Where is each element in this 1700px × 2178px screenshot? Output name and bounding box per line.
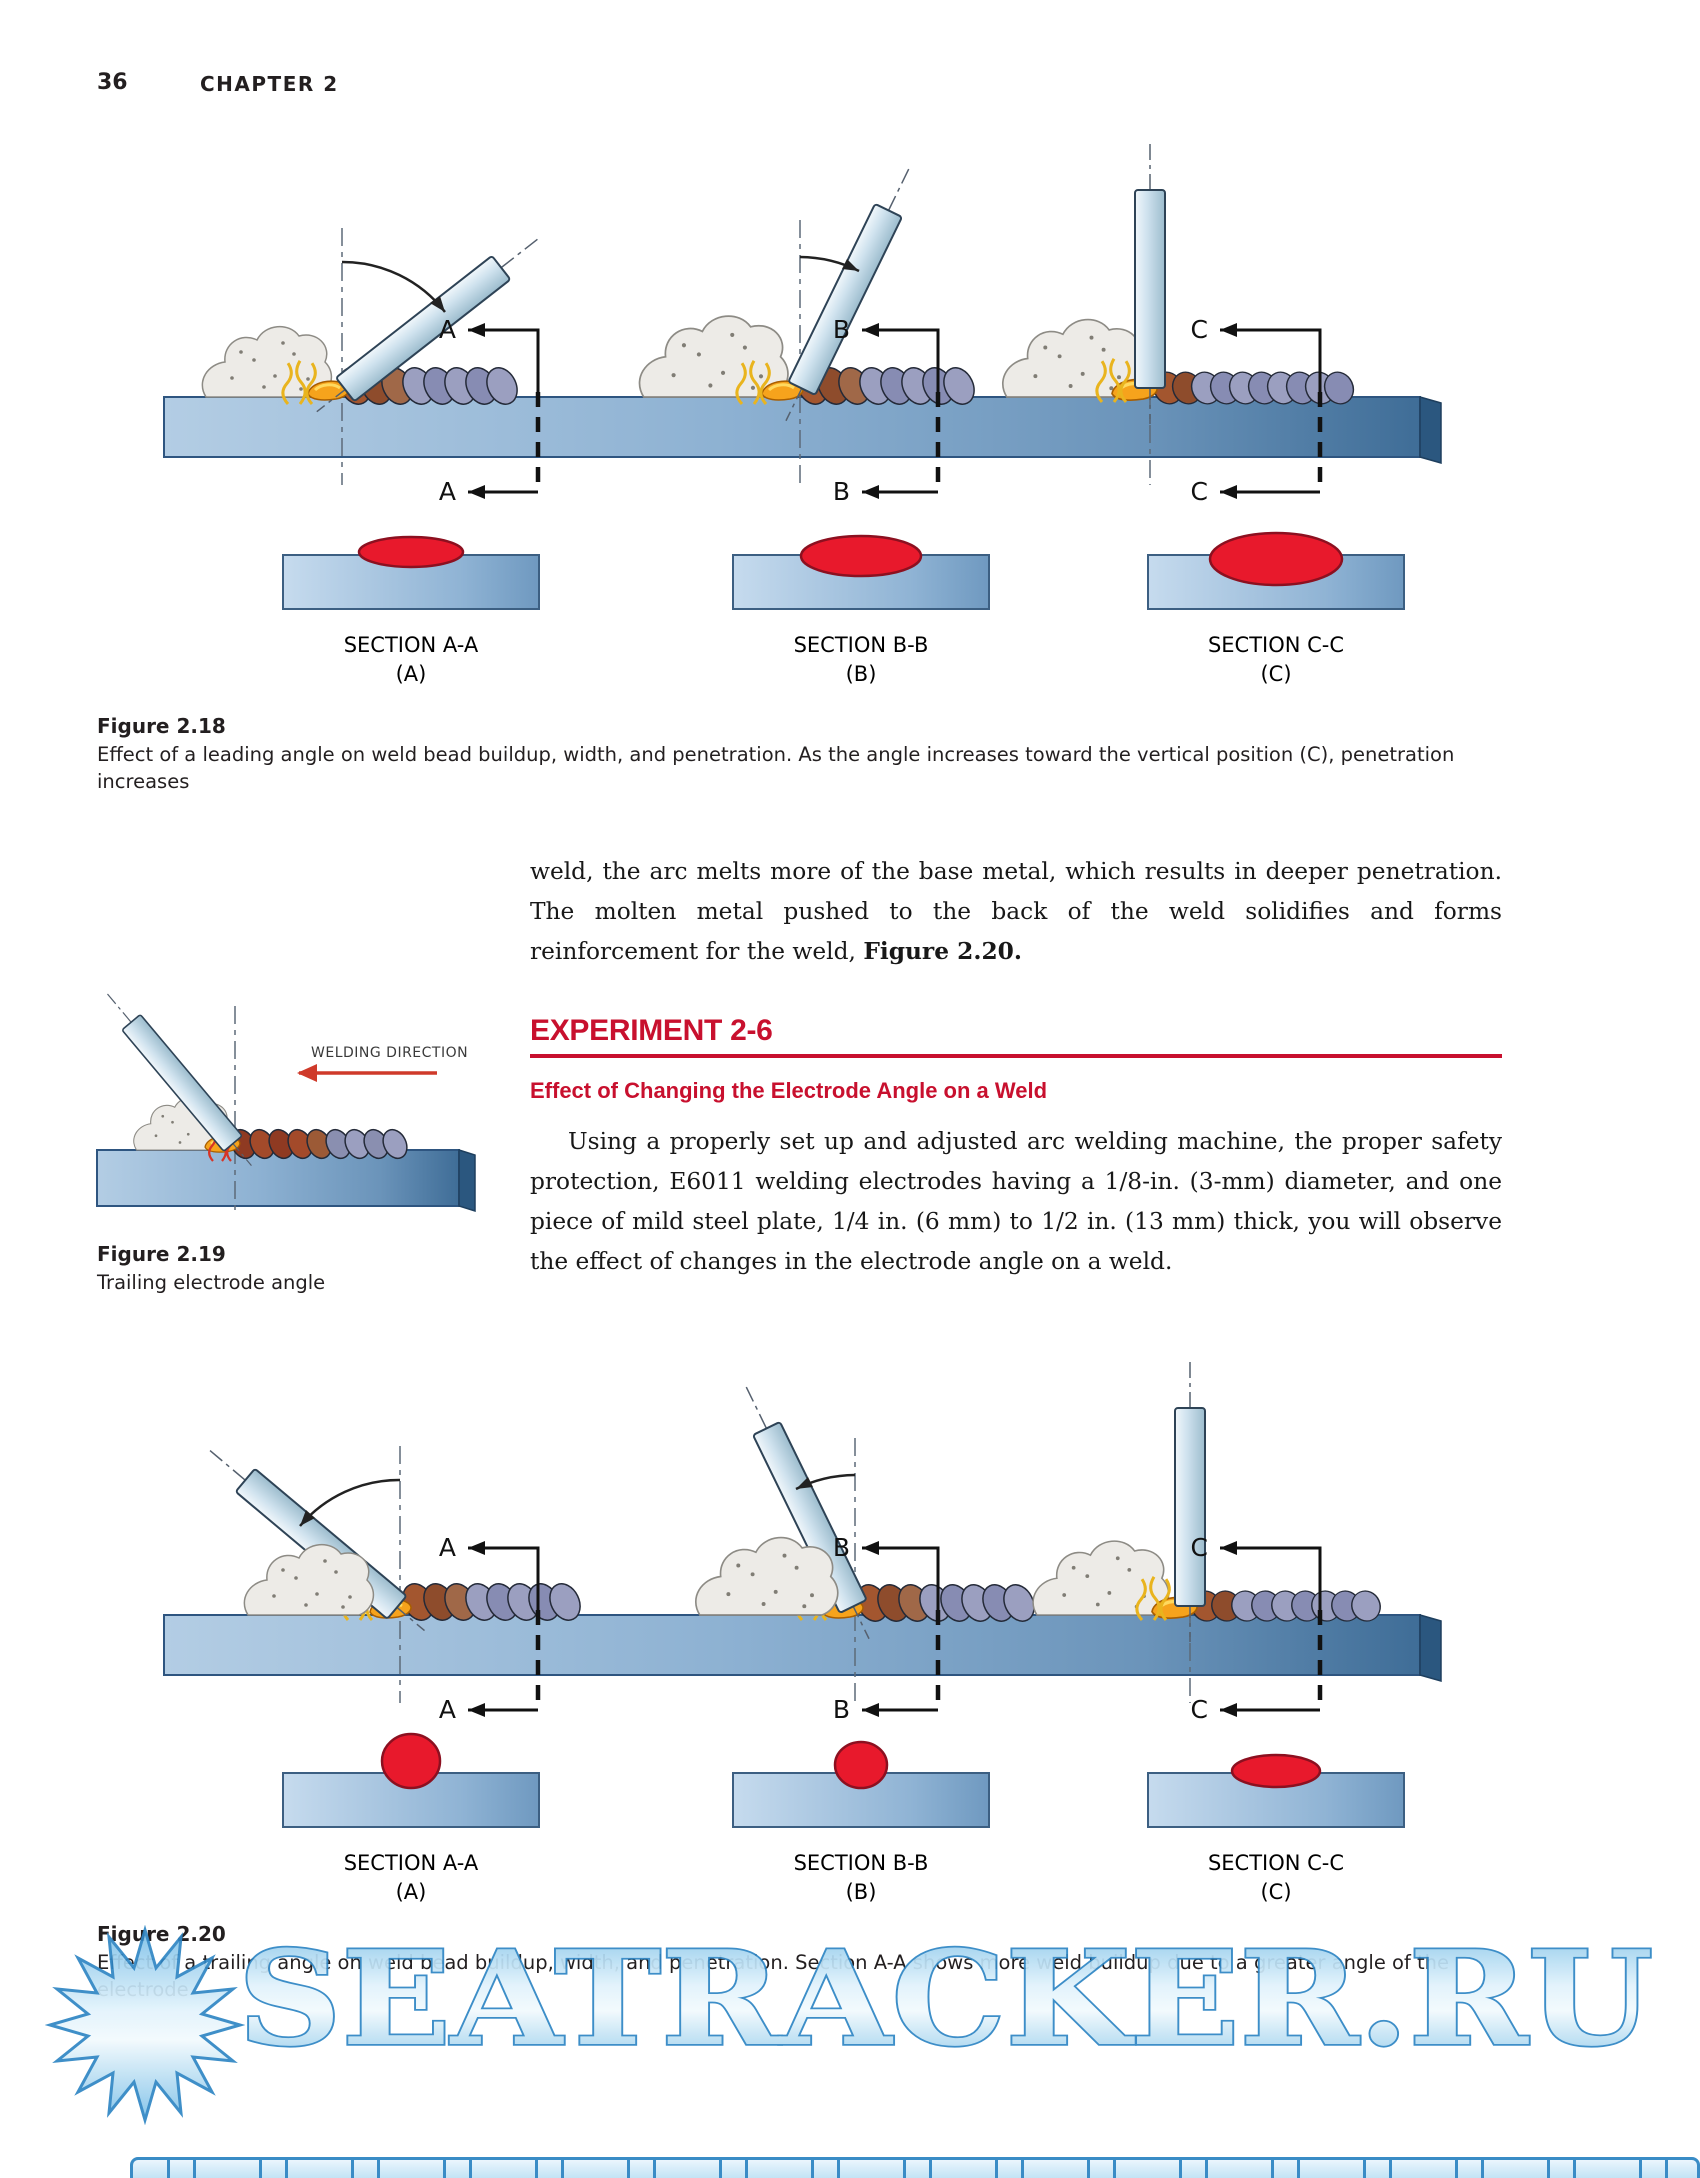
- weld-group-a: [201, 226, 548, 485]
- callout-a: A A: [439, 315, 541, 506]
- section-sub: (C): [1260, 662, 1291, 686]
- chapter-heading: CHAPTER 2: [200, 72, 339, 96]
- weld-group-a: [199, 1438, 587, 1703]
- section-title: SECTION C-C: [1208, 1851, 1344, 1875]
- red-rule: [530, 1054, 1502, 1058]
- callout-label-a-bottom: A: [439, 477, 456, 506]
- section-view-a: SECTION A-A (A): [282, 535, 540, 686]
- section-sub: (C): [1260, 1880, 1291, 1904]
- figure-reference: Figure 2.20.: [863, 938, 1022, 965]
- callout-label-c-top: C: [1191, 315, 1208, 344]
- welding-direction-arrow: WELDING DIRECTION: [297, 1045, 468, 1082]
- weld-group-c: [1032, 1361, 1386, 1703]
- weld-group-c: [1001, 143, 1360, 485]
- section-sub: (A): [396, 662, 427, 686]
- base-plate: [96, 1148, 476, 1213]
- callout-a: A A: [439, 1533, 541, 1724]
- figure-label: Figure 2.19: [97, 1242, 226, 1266]
- weld-cross-section: [1208, 531, 1344, 587]
- callout-label-c-bottom: C: [1191, 477, 1208, 506]
- callout-label-b-top: B: [833, 1533, 850, 1562]
- callout-b: B B: [833, 1533, 941, 1724]
- weld-group-b: [638, 161, 981, 485]
- watermark-bottom-strip: [130, 2157, 1700, 2178]
- weld-cross-section: [357, 535, 465, 569]
- figure-2-19-diagram: WELDING DIRECTION: [96, 985, 476, 1216]
- electrode: [1174, 1361, 1206, 1643]
- section-view-c: SECTION C-C (C): [1147, 531, 1405, 686]
- welding-direction-label: WELDING DIRECTION: [311, 1045, 468, 1061]
- figure-2-18-caption: Figure 2.18 Effect of a leading angle on…: [97, 714, 1487, 795]
- figure-2-18-diagram: A A B B C C SECTION A-A (A) SECTION B-B …: [163, 143, 1442, 686]
- section-title: SECTION A-A: [344, 633, 479, 657]
- callout-label-b-top: B: [833, 315, 850, 344]
- figure-caption-text: Effect of a leading angle on weld bead b…: [97, 743, 1455, 793]
- electrode: [1134, 143, 1166, 425]
- watermark-label: SEATRACKER.RU: [238, 1922, 1653, 2075]
- section-sub: (B): [846, 1880, 877, 1904]
- callout-c: C C: [1191, 1533, 1323, 1724]
- smoke-cloud: [243, 1543, 375, 1616]
- section-title: SECTION C-C: [1208, 633, 1344, 657]
- experiment-paragraph: Using a properly set up and adjusted arc…: [530, 1128, 1502, 1275]
- callout-label-c-bottom: C: [1191, 1695, 1208, 1724]
- experiment-subheading: Effect of Changing the Electrode Angle o…: [530, 1078, 1048, 1103]
- weld-cross-section: [380, 1732, 442, 1790]
- base-plate: [163, 396, 1442, 464]
- section-title: SECTION B-B: [794, 633, 929, 657]
- section-view-b: SECTION B-B (B): [732, 1740, 990, 1904]
- smoke-cloud: [694, 1536, 839, 1616]
- figure-2-19-caption: Figure 2.19 Trailing electrode angle: [97, 1242, 477, 1296]
- body-text: weld, the arc melts more of the base met…: [530, 858, 1502, 965]
- section-title: SECTION A-A: [344, 1851, 479, 1875]
- callout-label-a-top: A: [439, 315, 456, 344]
- figure-caption-text: Trailing electrode angle: [97, 1271, 326, 1294]
- section-view-b: SECTION B-B (B): [732, 534, 990, 686]
- base-plate: [163, 1614, 1442, 1682]
- weld-cross-section: [1230, 1753, 1322, 1789]
- page-number: 36: [97, 70, 128, 95]
- figure-label: Figure 2.20: [97, 1922, 226, 1946]
- watermark-starburst-icon: [45, 1925, 245, 2125]
- callout-label-c-top: C: [1191, 1533, 1208, 1562]
- weld-cross-section: [799, 534, 923, 578]
- watermark-text: SEATRACKER.RU: [236, 1920, 1655, 2077]
- section-title: SECTION B-B: [794, 1851, 929, 1875]
- body-paragraph-1: weld, the arc melts more of the base met…: [530, 852, 1502, 972]
- figure-2-20-diagram: A A B B C C SECTION A-A (A) SECTION B-B …: [163, 1361, 1442, 1904]
- callout-label-a-bottom: A: [439, 1695, 456, 1724]
- smoke-cloud: [1032, 1540, 1170, 1616]
- callout-label-a-top: A: [439, 1533, 456, 1562]
- section-view-c: SECTION C-C (C): [1147, 1753, 1405, 1904]
- weld-cross-section: [833, 1740, 889, 1790]
- experiment-heading: EXPERIMENT 2-6: [530, 1014, 773, 1047]
- callout-c: C C: [1191, 315, 1323, 506]
- section-sub: (B): [846, 662, 877, 686]
- section-view-a: SECTION A-A (A): [282, 1732, 540, 1904]
- callout-label-b-bottom: B: [833, 1695, 850, 1724]
- figure-label: Figure 2.18: [97, 714, 226, 738]
- section-sub: (A): [396, 1880, 427, 1904]
- callout-label-b-bottom: B: [833, 477, 850, 506]
- weld-group-b: [694, 1379, 1041, 1703]
- callout-b: B B: [833, 315, 941, 506]
